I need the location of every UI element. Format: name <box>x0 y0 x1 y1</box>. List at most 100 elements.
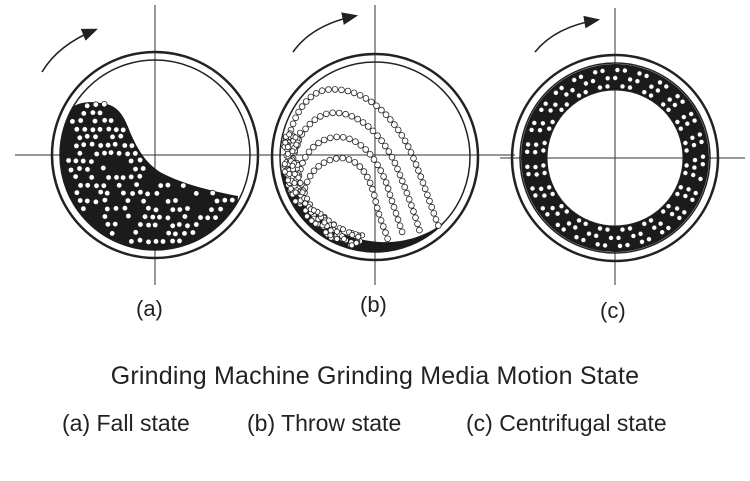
grinding-ball <box>674 93 681 100</box>
grinding-ball <box>408 202 415 209</box>
grinding-ball <box>373 102 380 110</box>
grinding-ball <box>386 116 394 123</box>
grinding-ball <box>176 237 183 245</box>
grinding-ball <box>554 221 561 228</box>
grinding-ball <box>101 100 108 108</box>
grinding-ball <box>541 139 548 146</box>
grinding-ball <box>137 221 144 228</box>
grinding-ball <box>307 93 315 101</box>
grinding-ball <box>676 214 683 221</box>
grinding-ball <box>533 141 540 148</box>
grinding-ball <box>132 165 139 173</box>
grinding-ball <box>320 136 328 144</box>
grinding-ball <box>97 142 104 149</box>
grinding-ball <box>76 165 83 172</box>
grinding-ball <box>311 116 319 124</box>
grinding-ball <box>428 203 436 211</box>
grinding-ball <box>682 169 689 176</box>
grinding-ball <box>636 70 643 77</box>
mill-drum-throw-state <box>230 5 515 285</box>
grinding-ball <box>384 235 391 243</box>
grinding-ball <box>698 138 705 145</box>
grinding-ball <box>331 86 339 93</box>
grinding-ball <box>407 149 415 156</box>
grinding-ball <box>434 222 442 229</box>
grinding-ball <box>362 146 370 153</box>
grinding-ball <box>364 123 372 130</box>
grinding-ball <box>674 190 681 197</box>
grinding-ball <box>107 117 115 124</box>
grinding-ball <box>414 220 421 228</box>
grinding-ball <box>330 221 337 228</box>
grinding-ball <box>348 113 356 120</box>
grinding-ball <box>101 213 109 220</box>
grinding-ball <box>578 73 585 80</box>
grinding-ball <box>691 142 698 149</box>
grinding-media-trajectories <box>281 86 442 249</box>
grinding-ball <box>582 80 589 87</box>
grinding-ball <box>284 177 291 184</box>
grinding-ball <box>315 163 322 170</box>
grinding-ball <box>208 206 215 213</box>
grinding-ball <box>112 205 120 212</box>
grinding-ball <box>576 92 583 99</box>
grinding-ball <box>627 76 634 83</box>
grinding-ball <box>356 92 364 99</box>
grinding-media-bed <box>282 170 445 252</box>
grinding-ball <box>684 120 691 127</box>
grinding-ball <box>560 226 567 233</box>
grinding-ball <box>333 235 340 242</box>
grinding-ball <box>89 126 97 133</box>
grinding-ball <box>172 197 179 204</box>
grinding-ball <box>164 214 172 222</box>
grinding-ball <box>305 148 313 156</box>
grinding-ball <box>410 208 417 215</box>
grinding-ball <box>421 185 429 193</box>
grinding-ball <box>398 132 406 139</box>
grinding-ball <box>390 203 398 211</box>
grinding-ball <box>346 135 353 143</box>
grinding-ball <box>582 89 589 96</box>
grinding-ball <box>690 171 697 178</box>
grinding-media-balls <box>65 100 236 246</box>
grinding-ball <box>699 161 706 168</box>
grinding-ball <box>355 233 362 240</box>
grinding-ball <box>172 230 179 238</box>
grinding-ball <box>659 229 666 236</box>
grinding-ball <box>615 234 622 241</box>
grinding-ball <box>558 85 565 92</box>
grinding-ball <box>380 173 387 180</box>
grinding-ball <box>643 72 650 79</box>
grinding-ball <box>152 206 160 214</box>
grinding-ball <box>415 167 422 174</box>
grinding-ball <box>332 155 340 162</box>
grinding-ball <box>169 206 176 213</box>
grinding-ball <box>549 190 556 197</box>
grinding-ball <box>627 84 634 91</box>
grinding-ball <box>573 234 580 241</box>
grinding-ball <box>176 221 183 228</box>
grinding-ball <box>293 141 300 148</box>
grinding-ball <box>677 184 684 191</box>
grinding-ball <box>281 160 288 167</box>
grinding-ball <box>312 90 320 97</box>
grinding-ball <box>357 142 365 149</box>
grinding-ball <box>531 119 538 126</box>
grinding-ball <box>76 134 83 141</box>
grinding-ball <box>109 133 116 141</box>
grinding-ball <box>582 220 589 227</box>
grinding-ball <box>683 162 690 169</box>
grinding-ball <box>197 214 204 221</box>
grinding-ball <box>121 204 129 212</box>
grinding-media-balls <box>524 67 707 249</box>
grinding-ball <box>141 213 149 220</box>
grinding-ball <box>289 148 296 155</box>
grinding-ball <box>572 224 579 231</box>
grinding-ball <box>119 126 127 134</box>
grinding-ball <box>105 174 112 181</box>
grinding-ball <box>338 86 345 94</box>
grinding-ball <box>84 182 91 189</box>
grinding-ball <box>209 189 216 197</box>
grinding-ball <box>127 173 135 181</box>
mill-drum-centrifugal-state <box>500 8 745 285</box>
